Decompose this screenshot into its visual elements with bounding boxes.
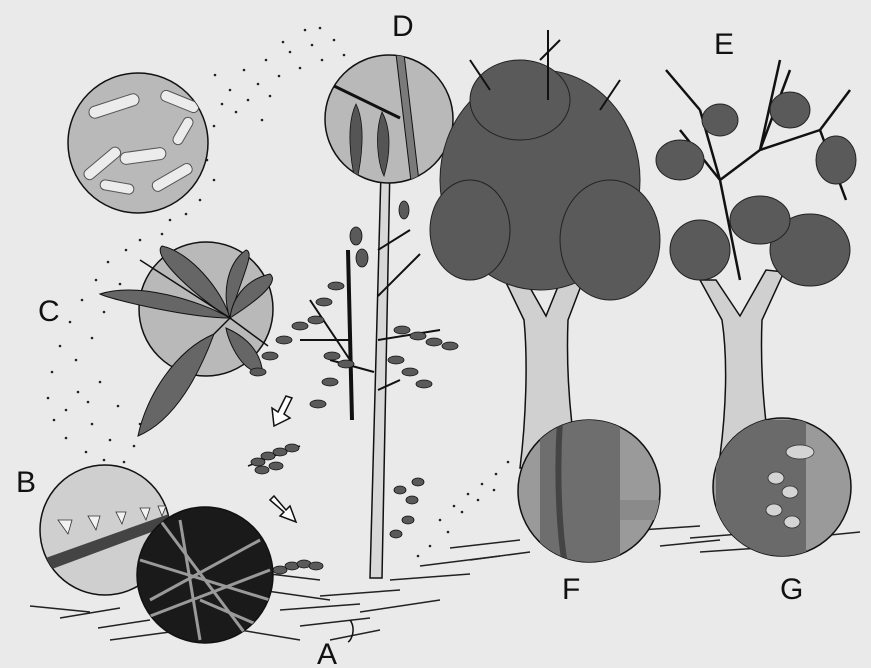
panel-label-e: E <box>714 30 734 60</box>
panel-label-f: F <box>562 575 580 605</box>
falling-leaf <box>248 444 300 474</box>
leaf-litter-pile <box>273 560 353 642</box>
inset-c-leaves <box>100 242 273 436</box>
inset-a-leaf-litter <box>137 507 273 643</box>
inset-f-stem-base <box>518 420 660 580</box>
inset-d-twig <box>325 54 453 190</box>
tree-healthy <box>430 30 660 468</box>
tree-diseased <box>656 60 856 456</box>
arrow-down-icon <box>272 396 292 426</box>
panel-label-a: A <box>317 640 337 668</box>
spore-cloud-left <box>47 239 142 464</box>
canopy <box>430 60 660 300</box>
panel-label-d: D <box>392 12 414 42</box>
inset-g-fungal-fruiting <box>713 418 851 560</box>
arrow-down-icon <box>270 496 296 522</box>
panel-label-b: B <box>16 468 36 498</box>
sapling-leaflets <box>250 201 458 538</box>
inset-spores <box>68 73 208 213</box>
panel-label-c: C <box>38 297 60 327</box>
panel-label-g: G <box>780 575 803 605</box>
